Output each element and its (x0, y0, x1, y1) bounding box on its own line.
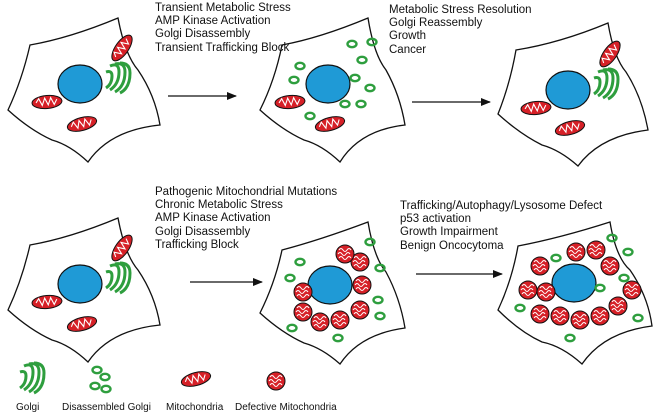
stage-label-top-2: Metabolic Stress Resolution Golgi Reasse… (389, 4, 532, 57)
label-line: Trafficking Block (155, 238, 239, 251)
label-line: Golgi Disassembly (155, 225, 251, 238)
legend-mitochondria-label: Mitochondria (166, 402, 224, 413)
label-line: Growth (389, 30, 427, 43)
healthy-cell (7, 217, 161, 363)
legend-golgi-label: Golgi (16, 402, 40, 413)
label-line: Metabolic Stress Resolution (389, 4, 532, 16)
recovered-cell (497, 22, 649, 167)
stage-label-bottom-2: Trafficking/Autophagy/Lysosome Defect p5… (400, 200, 602, 253)
label-line: AMP Kinase Activation (155, 15, 271, 28)
label-line: Pathogenic Mitochondrial Mutations (155, 186, 338, 198)
label-line: Growth Impairment (400, 226, 498, 239)
legend-defective-mitochondria-label: Defective Mitochondria (235, 402, 337, 413)
label-line: Transient Trafficking Block (155, 41, 290, 54)
legend-defective-mitochondria-icon (266, 371, 286, 391)
label-line: p53 activation (400, 213, 471, 226)
label-line: Cancer (389, 43, 427, 56)
healthy-cell (7, 17, 161, 163)
label-line: Chronic Metabolic Stress (155, 199, 283, 212)
label-line: Trafficking/Autophagy/Lysosome Defect (400, 200, 603, 212)
label-line: Transient Metabolic Stress (155, 2, 291, 14)
stressed-cell (259, 17, 406, 164)
oncocytoma-cell (497, 221, 653, 365)
label-line: Golgi Disassembly (155, 28, 251, 41)
stage-label-top-1: Transient Metabolic Stress AMP Kinase Ac… (155, 2, 291, 55)
label-line: AMP Kinase Activation (155, 212, 271, 225)
stage-label-bottom-1: Pathogenic Mitochondrial Mutations Chron… (155, 186, 337, 252)
chronic-stress-cell (259, 221, 406, 365)
legend-disassembled-golgi-icon (89, 365, 112, 394)
label-line: Golgi Reassembly (389, 17, 483, 30)
legend-golgi-icon (18, 361, 46, 395)
legend-mitochondria-icon (179, 368, 213, 390)
label-line: Benign Oncocytoma (400, 239, 504, 252)
legend-disassembled-golgi-label: Disassembled Golgi (62, 402, 151, 413)
